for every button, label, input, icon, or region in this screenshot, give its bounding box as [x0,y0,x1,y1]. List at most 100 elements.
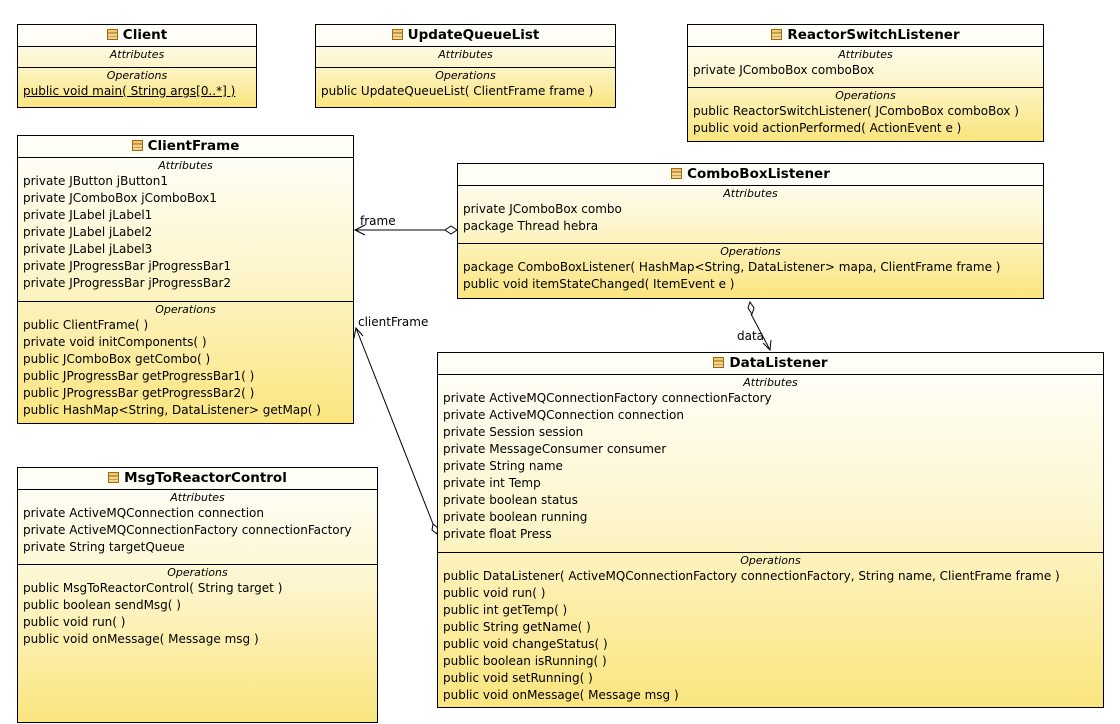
attribute-item: private int Temp [443,476,541,490]
class-client-frame-name: ClientFrame [147,138,240,154]
class-reactor-switch-listener-name: ReactorSwitchListener [787,27,960,43]
attributes-title: Attributes [170,491,225,504]
association-clientframe-arrowhead [353,326,364,339]
operation-item: package ComboBoxListener( HashMap<String… [463,260,1001,274]
class-update-queue-list-attributes: Attributes [316,47,615,67]
operation-item: public void itemStateChanged( ItemEvent … [463,277,735,291]
attributes-title: Attributes [438,48,493,61]
class-data-listener-operations: Operations public DataListener( ActiveMQ… [438,552,1103,704]
class-combo-box-listener-operations: Operations package ComboBoxListener( Has… [458,243,1043,293]
class-update-queue-list-name: UpdateQueueList [407,27,540,43]
association-frame-diamond [444,225,458,235]
association-data-diamond [747,300,755,316]
operations-title: Operations [835,89,896,102]
class-reactor-switch-listener-operations: Operations public ReactorSwitchListener(… [688,87,1043,137]
class-msg-to-reactor-control-attributes: Attributes private ActiveMQConnection co… [18,490,377,564]
class-icon [391,29,403,40]
operations-title: Operations [435,69,496,82]
class-update-queue-list-operations: Operations public UpdateQueueList( Clien… [316,67,615,100]
attribute-item: private String targetQueue [23,540,185,554]
attribute-item: private boolean running [443,510,588,524]
operation-item: public void run( ) [443,586,546,600]
class-client-attributes: Attributes [18,47,256,67]
operation-item: public JProgressBar getProgressBar1( ) [23,369,255,383]
class-icon [713,357,725,368]
class-data-listener-name: DataListener [729,355,828,371]
class-reactor-switch-listener-header: ReactorSwitchListener [688,25,1043,47]
class-update-queue-list[interactable]: UpdateQueueList Attributes Operations pu… [315,24,616,108]
association-data-label: data [737,329,765,343]
attribute-item: private JProgressBar jProgressBar2 [23,276,232,290]
class-update-queue-list-header: UpdateQueueList [316,25,615,47]
class-combo-box-listener-header: ComboBoxListener [458,164,1043,186]
attributes-title: Attributes [723,187,778,200]
class-reactor-switch-listener-attributes: Attributes private JComboBox comboBox [688,47,1043,87]
operation-item: public int getTemp( ) [443,603,568,617]
class-combo-box-listener-attributes: Attributes private JComboBox combo packa… [458,186,1043,243]
attribute-item: private ActiveMQConnectionFactory connec… [443,391,772,405]
operation-item: public void changeStatus( ) [443,637,608,651]
class-combo-box-listener[interactable]: ComboBoxListener Attributes private JCom… [457,163,1044,299]
association-data-arrowhead [762,339,772,352]
attributes-title: Attributes [838,48,893,61]
attributes-title: Attributes [158,159,213,172]
operation-item: public boolean isRunning( ) [443,654,607,668]
attribute-item: private JLabel jLabel1 [23,208,153,222]
class-client[interactable]: Client Attributes Operations public void… [17,24,257,108]
class-reactor-switch-listener[interactable]: ReactorSwitchListener Attributes private… [687,24,1044,142]
operation-item: public UpdateQueueList( ClientFrame fram… [321,84,594,98]
attribute-item: private boolean status [443,493,578,507]
class-combo-box-listener-name: ComboBoxListener [687,166,830,182]
class-msg-to-reactor-control[interactable]: MsgToReactorControl Attributes private A… [17,467,378,723]
operations-title: Operations [167,566,228,579]
attributes-title: Attributes [109,48,165,61]
attribute-item: private Session session [443,425,584,439]
association-frame-label: frame [360,214,396,228]
attribute-item: private JLabel jLabel2 [23,225,153,239]
attribute-item: private JButton jButton1 [23,174,168,188]
operations-title: Operations [740,554,801,567]
operation-item: public void setRunning( ) [443,671,593,685]
attribute-item: private JComboBox jComboBox1 [23,191,217,205]
attribute-item: private String name [443,459,563,473]
class-icon [106,29,118,40]
attributes-title: Attributes [743,376,798,389]
attribute-item: private ActiveMQConnection connection [443,408,684,422]
operation-item: public ClientFrame( ) [23,318,149,332]
class-client-frame[interactable]: ClientFrame Attributes private JButton j… [17,135,354,424]
class-data-listener-attributes: Attributes private ActiveMQConnectionFac… [438,375,1103,552]
attribute-item: private JComboBox combo [463,202,622,216]
operation-item: private void initComponents( ) [23,335,207,349]
class-icon [131,140,143,151]
operations-title: Operations [106,69,168,82]
operation-item: public HashMap<String, DataListener> get… [23,403,321,417]
class-client-frame-attributes: Attributes private JButton jButton1 priv… [18,158,353,301]
operation-item: public JProgressBar getProgressBar2( ) [23,386,255,400]
class-msg-to-reactor-control-operations: Operations public MsgToReactorControl( S… [18,564,377,648]
operations-title: Operations [155,303,216,316]
operation-item: public DataListener( ActiveMQConnectionF… [443,569,1060,583]
class-msg-to-reactor-control-header: MsgToReactorControl [18,468,377,490]
operation-item: public void onMessage( Message msg ) [23,632,259,646]
class-client-operations: Operations public void main( String args… [18,67,256,100]
attribute-item: private ActiveMQConnectionFactory connec… [23,523,352,537]
class-data-listener-header: DataListener [438,353,1103,375]
attribute-item: private JLabel jLabel3 [23,242,153,256]
operation-item: public JComboBox getCombo( ) [23,352,211,366]
operation-item: public void run( ) [23,615,126,629]
class-client-name: Client [122,27,168,43]
attribute-item: private ActiveMQConnection connection [23,506,264,520]
class-client-frame-operations: Operations public ClientFrame( ) private… [18,301,353,419]
class-data-listener[interactable]: DataListener Attributes private ActiveMQ… [437,352,1104,708]
attribute-item: private MessageConsumer consumer [443,442,667,456]
operation-item: public String getName( ) [443,620,591,634]
attribute-item: package Thread hebra [463,219,599,233]
class-icon [771,29,783,40]
class-icon [108,472,120,483]
operation-item: public MsgToReactorControl( String targe… [23,581,283,595]
operation-item: public ReactorSwitchListener( JComboBox … [693,104,1019,118]
attribute-item: private JComboBox comboBox [693,63,875,77]
operation-item: public void main( String args[0..*] ) [23,84,236,98]
operation-item: public boolean sendMsg( ) [23,598,181,612]
operation-item: public void actionPerformed( ActionEvent… [693,121,962,135]
